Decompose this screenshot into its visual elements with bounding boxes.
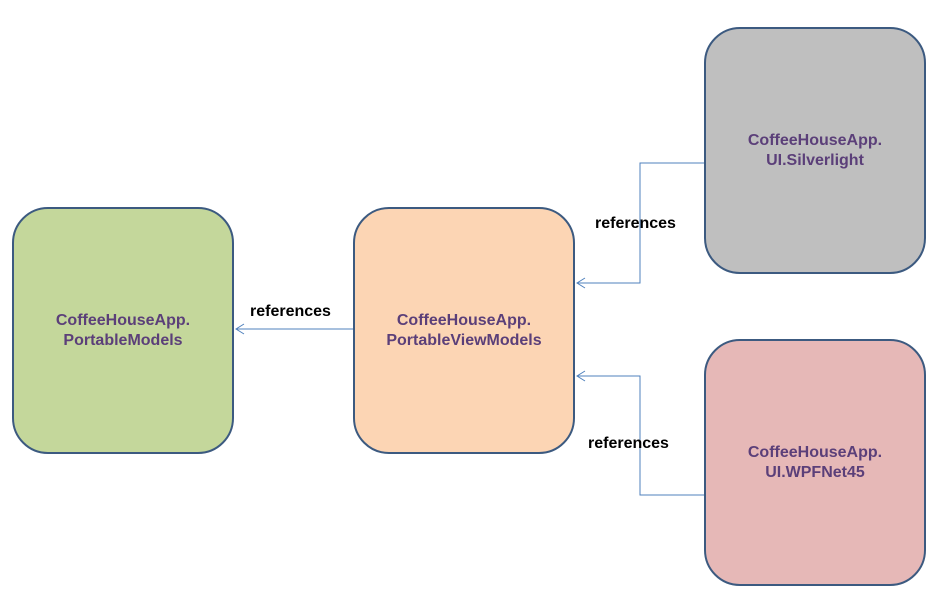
node-portable-models[interactable]: CoffeeHouseApp. PortableModels <box>12 207 234 454</box>
node-portable-viewmodels[interactable]: CoffeeHouseApp. PortableViewModels <box>353 207 575 454</box>
node-label-line2: UI.Silverlight <box>766 151 864 169</box>
edge-label-silverlight-to-viewmodels: references <box>595 215 676 232</box>
node-ui-silverlight[interactable]: CoffeeHouseApp. UI.Silverlight <box>704 27 926 274</box>
node-label-line1: CoffeeHouseApp. <box>55 311 191 329</box>
edge-wpf-to-viewmodels <box>576 370 704 496</box>
edge-viewmodels-to-models <box>235 323 353 335</box>
node-label-line1: CoffeeHouseApp. <box>396 311 532 329</box>
edge-label-wpf-to-viewmodels: references <box>588 435 669 452</box>
node-label-line2: UI.WPFNet45 <box>765 463 865 481</box>
edge-label-viewmodels-to-models: references <box>250 303 331 320</box>
edge-silverlight-to-viewmodels <box>576 162 704 289</box>
node-label-line2: PortableViewModels <box>386 331 542 349</box>
node-ui-wpfnet45[interactable]: CoffeeHouseApp. UI.WPFNet45 <box>704 339 926 586</box>
node-label-line1: CoffeeHouseApp. <box>747 443 883 461</box>
node-label-line2: PortableModels <box>63 331 183 349</box>
node-label-line1: CoffeeHouseApp. <box>747 131 883 149</box>
